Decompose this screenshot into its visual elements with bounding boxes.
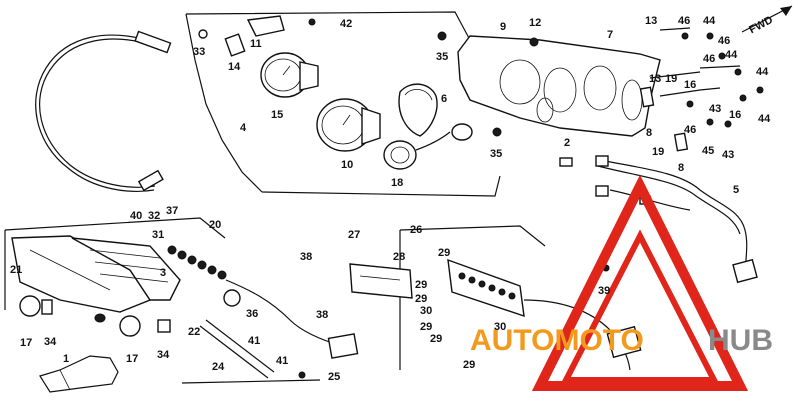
fasteners: [437, 31, 573, 167]
mount-knobs: [19, 295, 171, 337]
callout-44a: 44: [703, 15, 716, 27]
callout-19b: 19: [652, 146, 664, 158]
callout-35a: 35: [436, 51, 448, 63]
callout-33: 33: [193, 46, 205, 58]
speedometer: [316, 98, 381, 152]
callout-36: 36: [246, 308, 258, 320]
callout-30b: 30: [494, 321, 506, 333]
callout-40: 40: [130, 210, 142, 222]
callout-43b: 43: [722, 149, 734, 161]
callout-32: 32: [148, 210, 160, 222]
callout-13a: 13: [645, 15, 657, 27]
lower-group-frame: [4, 217, 321, 384]
callout-7: 7: [607, 29, 613, 41]
callout-29c: 29: [415, 293, 427, 305]
callout-46a: 46: [678, 15, 690, 27]
callout-30a: 30: [420, 305, 432, 317]
upper-small-parts: [198, 15, 316, 57]
callout-9: 9: [500, 21, 506, 33]
callout-5: 5: [733, 184, 739, 196]
instrument-panel: [457, 35, 661, 137]
stay-bar: [199, 319, 306, 379]
lamp-group-frame: [399, 225, 546, 370]
callout-27: 27: [348, 229, 360, 241]
callout-8a: 8: [646, 127, 652, 139]
callout-1: 1: [63, 353, 69, 365]
callout-3: 3: [160, 267, 166, 279]
callout-13b: 13: [649, 73, 661, 85]
callout-22: 22: [188, 326, 200, 338]
watermark-brand-left: AUTOMOTO: [470, 324, 644, 357]
callout-6: 6: [441, 93, 447, 105]
bracket: [39, 355, 119, 393]
callout-45: 45: [702, 145, 714, 157]
callout-16a: 16: [684, 79, 696, 91]
forward-arrow: FWD: [741, 5, 793, 36]
callout-29d: 29: [420, 321, 432, 333]
direction-label: FWD: [747, 14, 775, 36]
callout-20: 20: [209, 219, 221, 231]
callout-31: 31: [152, 229, 164, 241]
bulb-sockets: [639, 27, 764, 152]
callout-38a: 38: [300, 251, 312, 263]
callout-46c: 46: [703, 53, 715, 65]
callout-25: 25: [328, 371, 340, 383]
callout-2: 2: [564, 137, 570, 149]
callout-43a: 43: [709, 103, 721, 115]
callout-19a: 19: [665, 73, 677, 85]
callout-46d: 46: [684, 124, 696, 136]
callout-11: 11: [250, 38, 262, 50]
watermark-brand-right: HUB: [708, 324, 773, 357]
callout-29b: 29: [415, 279, 427, 291]
small-gauge: [383, 123, 473, 170]
callout-21: 21: [10, 264, 22, 276]
callout-17a: 17: [20, 337, 32, 349]
callout-18: 18: [391, 177, 403, 189]
callout-15: 15: [271, 109, 283, 121]
callout-38b: 38: [316, 309, 328, 321]
speedometer-cable: [35, 30, 172, 192]
callout-8b: 8: [678, 162, 684, 174]
callout-42: 42: [340, 18, 352, 30]
callout-12: 12: [529, 17, 541, 29]
callout-26: 26: [410, 224, 422, 236]
callout-44c: 44: [756, 66, 769, 78]
watermark-triangle-inner: [561, 229, 719, 383]
callout-39: 39: [598, 285, 610, 297]
callout-10: 10: [341, 159, 353, 171]
callout-4: 4: [240, 122, 247, 134]
upper-group-frame: [185, 11, 501, 197]
callout-46b: 46: [718, 35, 730, 47]
callout-37: 37: [166, 205, 178, 217]
bulb-row: [167, 245, 359, 359]
callout-17b: 17: [126, 353, 138, 365]
watermark: AUTOMOTO HUB: [470, 174, 773, 391]
callout-28: 28: [393, 251, 405, 263]
lens-cover: [349, 263, 413, 299]
callout-labels: 42 11 33 14 15 4 10 6 18 35 9 12 7 13 46…: [10, 15, 771, 383]
callout-35b: 35: [490, 148, 502, 160]
callout-24: 24: [212, 361, 225, 373]
callout-41a: 41: [248, 335, 260, 347]
callout-14: 14: [228, 61, 241, 73]
callout-44d: 44: [758, 113, 771, 125]
callout-34b: 34: [157, 349, 170, 361]
callout-34a: 34: [44, 336, 57, 348]
watermark-triangle-outer: [531, 174, 749, 391]
callout-29f: 29: [463, 359, 475, 371]
meter-cover: [398, 83, 438, 137]
tachometer: [260, 52, 319, 98]
callout-41b: 41: [276, 355, 288, 367]
callout-16b: 16: [729, 109, 741, 121]
callout-29a: 29: [438, 247, 450, 259]
callout-29e: 29: [430, 333, 442, 345]
wire-harness: [595, 155, 758, 284]
callout-44b: 44: [725, 49, 738, 61]
indicator-housing: [11, 235, 181, 313]
